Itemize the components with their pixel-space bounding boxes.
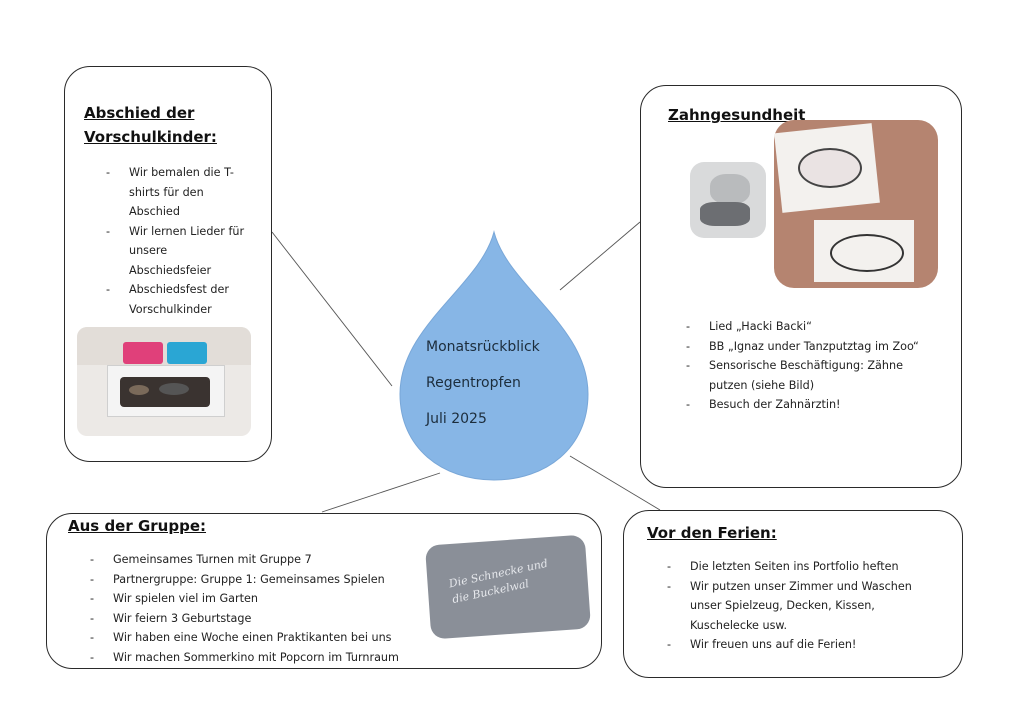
board-photo: Die Schnecke und die Buckelwal: [424, 534, 592, 640]
list-item: Wir lernen Lieder für unsere Abschiedsfe…: [104, 222, 250, 281]
connector-line-gruppe: [321, 472, 441, 513]
teeth-worksheet-photo: [774, 120, 938, 288]
abschied-list: Wir bemalen die T-shirts für den Abschie…: [104, 163, 250, 319]
gruppe-list: Gemeinsames Turnen mit Gruppe 7 Partnerg…: [88, 550, 428, 667]
shelf-photo: [77, 327, 251, 436]
list-item: Wir haben eine Woche einen Praktikanten …: [88, 628, 428, 648]
list-item: Lied „Hacki Backi“: [684, 317, 920, 337]
list-item: Gemeinsames Turnen mit Gruppe 7: [88, 550, 428, 570]
raindrop-shape: [399, 230, 589, 481]
list-item: Partnergruppe: Gruppe 1: Gemeinsames Spi…: [88, 570, 428, 590]
zahn-title: Zahngesundheit: [668, 106, 806, 124]
list-item: Wir feiern 3 Geburtstage: [88, 609, 428, 629]
list-item: Besuch der Zahnärztin!: [684, 395, 920, 415]
ferien-title: Vor den Ferien:: [647, 524, 777, 542]
list-item: Wir spielen viel im Garten: [88, 589, 428, 609]
connector-line-zahn: [559, 221, 641, 291]
connector-line-abschied: [271, 231, 393, 387]
list-item: Sensorische Beschäftigung: Zähne putzen …: [684, 356, 920, 395]
list-item: Wir putzen unser Zimmer und Waschen unse…: [665, 577, 935, 636]
abschied-title-line2: Vorschulkinder:: [84, 128, 217, 146]
center-title-line2: Regentropfen: [426, 375, 521, 391]
list-item: Wir machen Sommerkino mit Popcorn im Tur…: [88, 648, 428, 668]
connector-line-ferien: [569, 455, 661, 511]
ferien-list: Die letzten Seiten ins Portfolio heften …: [665, 557, 935, 655]
center-date: Juli 2025: [426, 411, 487, 427]
list-item: Abschiedsfest der Vorschulkinder: [104, 280, 250, 319]
list-item: Wir bemalen die T-shirts für den Abschie…: [104, 163, 250, 222]
board-photo-text: Die Schnecke und die Buckelwal: [447, 556, 549, 607]
zahn-list: Lied „Hacki Backi“ BB „Ignaz under Tanzp…: [684, 317, 920, 415]
abschied-title-line1: Abschied der: [84, 104, 195, 122]
list-item: Die letzten Seiten ins Portfolio heften: [665, 557, 935, 577]
center-title-line1: Monatsrückblick: [426, 339, 540, 355]
list-item: Wir freuen uns auf die Ferien!: [665, 635, 935, 655]
gruppe-title: Aus der Gruppe:: [68, 517, 207, 535]
toothbrush-photo: [690, 162, 766, 238]
list-item: BB „Ignaz under Tanzputztag im Zoo“: [684, 337, 920, 357]
